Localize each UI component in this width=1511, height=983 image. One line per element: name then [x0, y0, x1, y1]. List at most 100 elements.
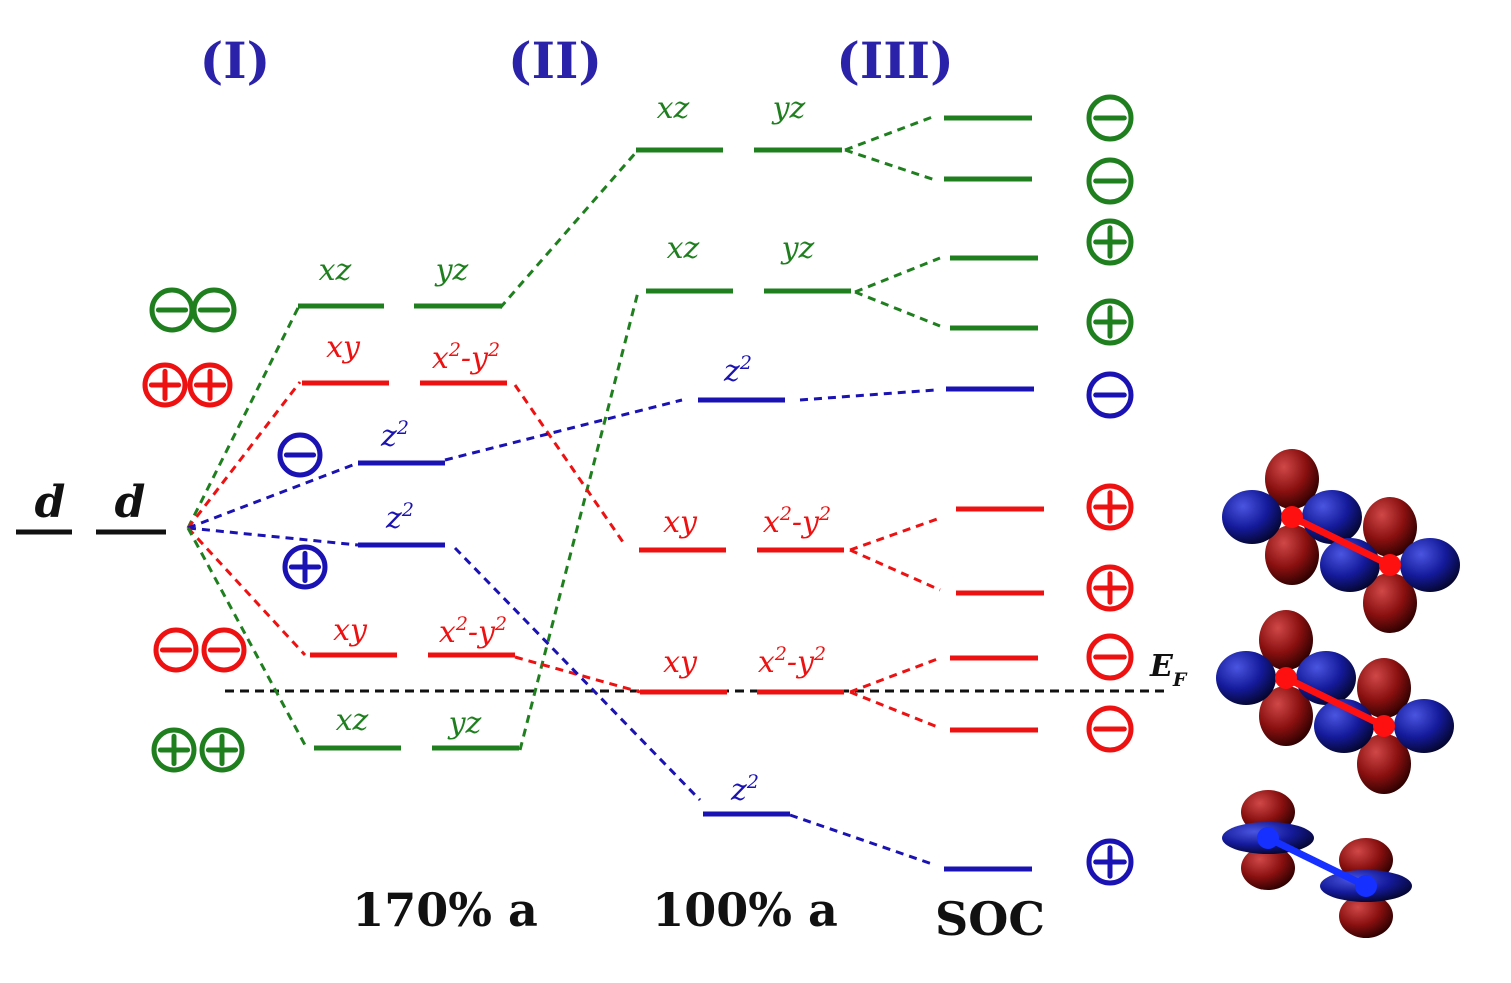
label-i-z2-top: z2 [380, 417, 409, 454]
connector-soc-green-1a [844, 114, 936, 152]
orbital-lobe-top-0 [1259, 610, 1313, 670]
connector-i-ii-blue-top [444, 398, 683, 462]
connector-i-ii-red-top [513, 384, 627, 546]
label-ii-xz-second: xz [667, 231, 700, 266]
connector-soc-red-2a [849, 656, 941, 694]
atom-b [1379, 554, 1401, 576]
stage-label-ii: (II) [508, 31, 602, 90]
connector-i-ii-blue-bottom [453, 546, 702, 802]
parity-soc-9-plus-icon [1086, 838, 1134, 886]
orbital-bond [1266, 834, 1368, 890]
parity-i-5-0-plus-icon [151, 727, 197, 773]
label-i-yz-top: yz [434, 253, 469, 288]
connector-blue-upper [187, 461, 359, 530]
orbital-lobe-top-1 [1357, 658, 1411, 718]
label-ii-yz-top: yz [771, 91, 806, 126]
connector-soc-red-2b [849, 690, 941, 730]
orbital-bond [1284, 674, 1386, 730]
label-i-xy-bottom: xy [333, 613, 368, 648]
orbital-images [1216, 449, 1460, 938]
connector-soc-blue-top [799, 388, 936, 402]
atom-a [1275, 667, 1297, 689]
parity-soc-4-minus-icon [1086, 371, 1134, 419]
orbital-lobe-bottom-0 [1259, 686, 1313, 746]
label-i-xz-bottom: xz [336, 703, 369, 738]
connector-soc-blue-bottom [789, 813, 936, 867]
d-label-1: d [35, 477, 66, 528]
atom-a [1281, 506, 1303, 528]
blue-orbital-dimer [1222, 790, 1412, 938]
atomic-d-levels: d d [16, 477, 166, 535]
orbital-lobe-right-1 [1394, 699, 1454, 753]
label-ii-xz-top: xz [657, 91, 690, 126]
orbital-lobe-top-0 [1265, 449, 1319, 509]
label-170-percent: 170% a [352, 883, 538, 937]
label-ii-x2y2-top: x2-y2 [763, 503, 831, 540]
label-i-xz-top: xz [319, 253, 352, 288]
stage-i-levels: xz yz xy x2-y2 z2 z2 xy x2-y2 xz yz [298, 253, 519, 751]
label-100-percent: 100% a [652, 883, 838, 937]
connector-red-lower [186, 526, 307, 657]
parity-soc-6-plus-icon [1086, 564, 1134, 612]
label-ii-yz-second: yz [780, 231, 815, 266]
connector-soc-green-1b [844, 148, 936, 182]
connector-blue-lower [187, 526, 359, 547]
orbital-lobe-left-0 [1222, 490, 1282, 544]
orbital-lobe-bottom-1 [1363, 573, 1417, 633]
label-i-x2y2-top: x2-y2 [432, 339, 500, 376]
parity-soc-1-minus-icon [1086, 157, 1134, 205]
orbital-lobe-top-1 [1363, 497, 1417, 557]
label-ii-xy-bottom: xy [663, 645, 698, 680]
label-i-xy-top: xy [326, 330, 361, 365]
parity-i-0-1-minus-icon [191, 287, 237, 333]
orbital-lobe-left-0 [1216, 651, 1276, 705]
label-ii-xy-top: xy [663, 505, 698, 540]
parity-symbols [142, 94, 1134, 886]
connector-soc-green-2b [854, 290, 941, 328]
parity-i-5-1-plus-icon [199, 727, 245, 773]
parity-i-1-0-plus-icon [142, 362, 188, 408]
stage-label-iii: (III) [836, 31, 953, 90]
stage-label-i: (I) [200, 31, 271, 90]
label-ii-z2-top: z2 [723, 352, 752, 389]
connector-red-upper [186, 381, 302, 529]
parity-soc-0-minus-icon [1086, 94, 1134, 142]
orbital-lobe-bottom-0 [1241, 846, 1295, 890]
parity-i-0-0-minus-icon [149, 287, 195, 333]
parity-i-2-0-minus-icon [277, 432, 323, 478]
atom-a [1257, 827, 1279, 849]
parity-soc-7-minus-icon [1086, 633, 1134, 681]
parity-soc-3-plus-icon [1086, 298, 1134, 346]
connector-soc-red-1b [849, 548, 941, 592]
orbital-bond [1290, 513, 1392, 569]
atom-b [1355, 875, 1377, 897]
label-ii-z2-bottom: z2 [730, 771, 759, 808]
label-ii-x2y2-bottom: x2-y2 [758, 643, 826, 680]
orbital-lobe-bottom-0 [1265, 525, 1319, 585]
parity-soc-8-minus-icon [1086, 705, 1134, 753]
orbital-lobe-bottom-1 [1339, 894, 1393, 938]
label-i-yz-bottom: yz [447, 706, 482, 741]
connectors-atomic-to-i [186, 303, 359, 746]
parity-soc-5-plus-icon [1086, 483, 1134, 531]
connector-i-ii-green-top [498, 149, 640, 309]
d-label-2: d [115, 477, 146, 528]
connectors-i-to-ii [444, 149, 702, 802]
label-soc: SOC [935, 892, 1045, 946]
fermi-level-label: EF [1149, 649, 1188, 691]
parity-i-4-0-minus-icon [153, 627, 199, 673]
soc-levels [944, 115, 1044, 872]
connector-i-ii-green-bottom [518, 291, 640, 751]
connector-soc-green-2a [854, 256, 941, 294]
connectors-ii-to-soc [789, 114, 941, 867]
atom-b [1373, 715, 1395, 737]
red-orbital-dimer [1216, 610, 1454, 794]
orbital-lobe-right-1 [1400, 538, 1460, 592]
connector-i-ii-red-bottom [514, 655, 641, 694]
red-orbital-dimer [1222, 449, 1460, 633]
parity-i-3-0-plus-icon [282, 544, 328, 590]
label-i-z2-bottom: z2 [385, 499, 414, 536]
connector-green-upper [186, 303, 302, 529]
connector-soc-red-1a [849, 516, 941, 552]
